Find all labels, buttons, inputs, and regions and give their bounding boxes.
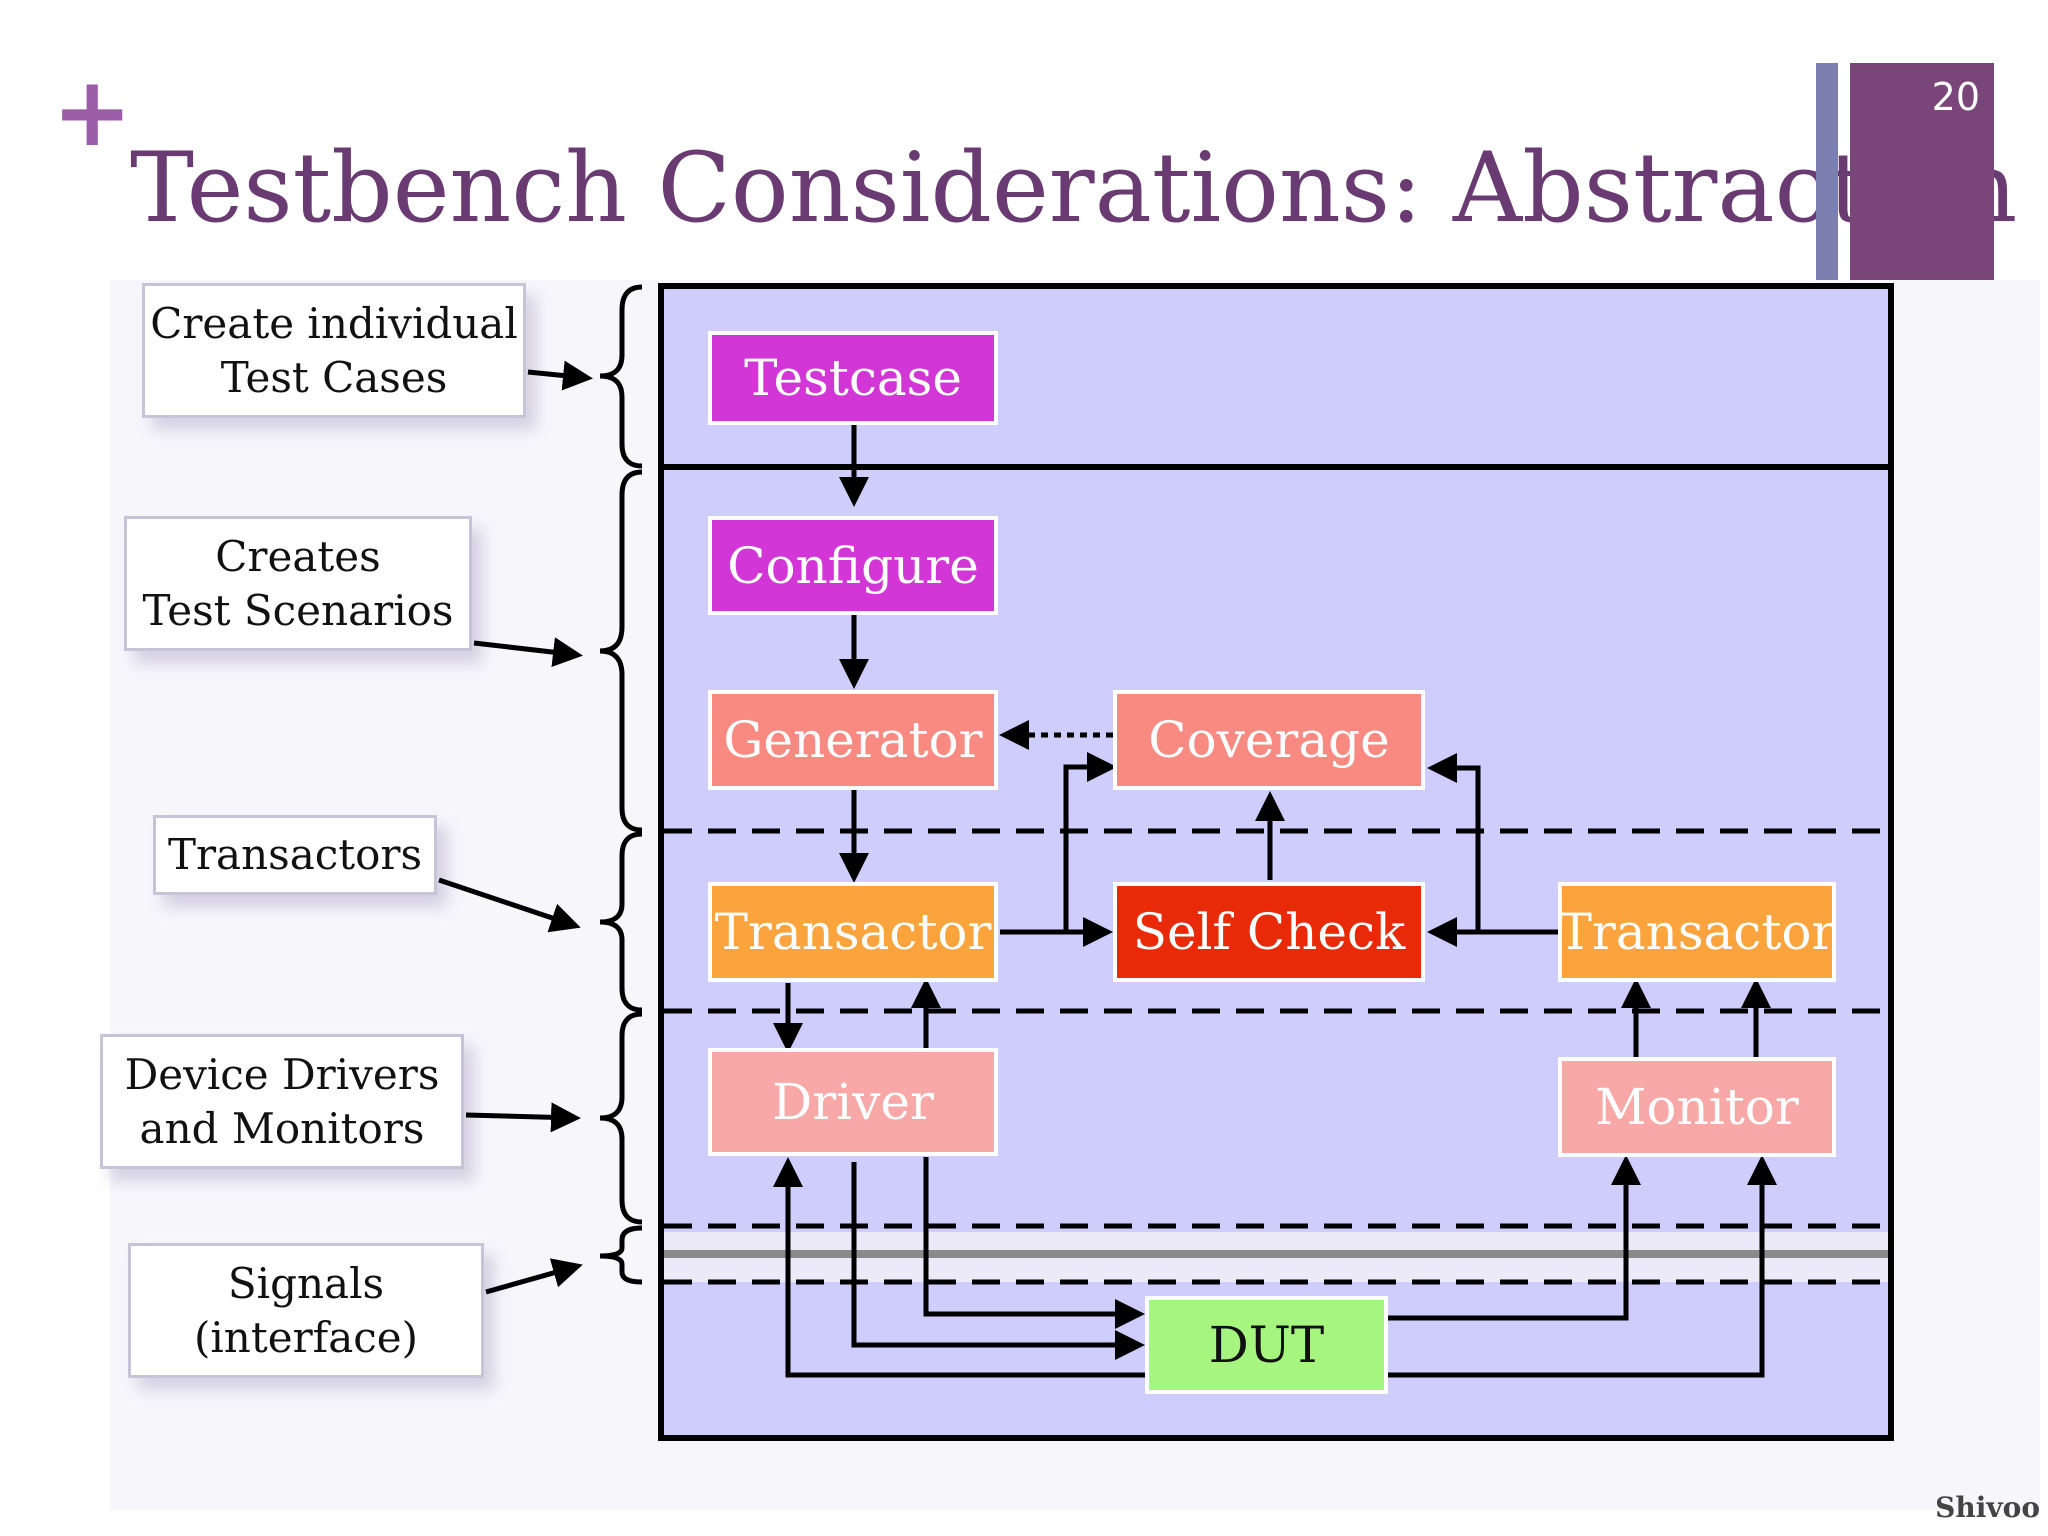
- label-drivers-line2: and Monitors: [139, 1103, 425, 1153]
- driver-box: Driver: [708, 1048, 998, 1156]
- pointer-drivers: [465, 1102, 581, 1133]
- brace-scenarios: [599, 469, 643, 833]
- label-scenarios-line2: Test Scenarios: [142, 585, 454, 635]
- pointer-test-cases: [527, 360, 593, 391]
- pointer-signals: [485, 1258, 583, 1295]
- label-transactors-line1: Transactors: [167, 830, 423, 879]
- monitor-box: Monitor: [1558, 1057, 1836, 1157]
- label-test-cases-line1: Create individual: [150, 298, 518, 348]
- dut-box: DUT: [1145, 1296, 1388, 1394]
- accent-bar-thin: [1816, 63, 1838, 283]
- page-number: 20: [1931, 75, 1980, 119]
- credit-watermark: Shivoo: [1935, 1491, 2040, 1524]
- label-test-cases: Create individual Test Cases: [142, 283, 526, 418]
- label-drivers-line1: Device Drivers: [124, 1049, 440, 1099]
- brace-signals: [599, 1225, 643, 1285]
- label-signals-line1: Signals: [227, 1258, 385, 1308]
- label-test-cases-line2: Test Cases: [220, 352, 448, 402]
- label-transactors: Transactors: [153, 815, 437, 895]
- arrow-dut-monitor-2: [1388, 1155, 1777, 1378]
- pointer-transactors: [438, 877, 581, 933]
- label-scenarios-line1: Creates: [215, 531, 381, 581]
- label-test-scenarios: Creates Test Scenarios: [124, 516, 472, 651]
- arrow-driver-dut-2: [851, 1162, 1145, 1360]
- arrow-dut-monitor-1: [1388, 1155, 1641, 1321]
- arrow-dut-driver: [773, 1157, 1145, 1378]
- label-drivers-monitors: Device Drivers and Monitors: [100, 1034, 464, 1169]
- transactor-right-box: Transactor: [1558, 882, 1836, 982]
- transactor-left-box: Transactor: [708, 882, 998, 982]
- label-signals: Signals (interface): [128, 1243, 484, 1378]
- arrow-driver-dut: [923, 1157, 1145, 1329]
- brace-testcase: [599, 284, 643, 469]
- testcase-box: Testcase: [708, 331, 998, 425]
- arrow-rtransactor-coverage: [1427, 753, 1481, 932]
- brace-transactors: [599, 831, 643, 1013]
- slide-title: Testbench Considerations: Abstraction: [130, 132, 2018, 244]
- label-signals-line2: (interface): [193, 1312, 419, 1362]
- coverage-box: Coverage: [1113, 690, 1425, 790]
- pointer-scenarios: [473, 637, 583, 668]
- self-check-box: Self Check: [1113, 882, 1425, 982]
- arrow-transactor-coverage: [1063, 752, 1117, 932]
- configure-box: Configure: [708, 516, 998, 615]
- brace-drivers: [599, 1011, 643, 1225]
- generator-box: Generator: [708, 690, 998, 790]
